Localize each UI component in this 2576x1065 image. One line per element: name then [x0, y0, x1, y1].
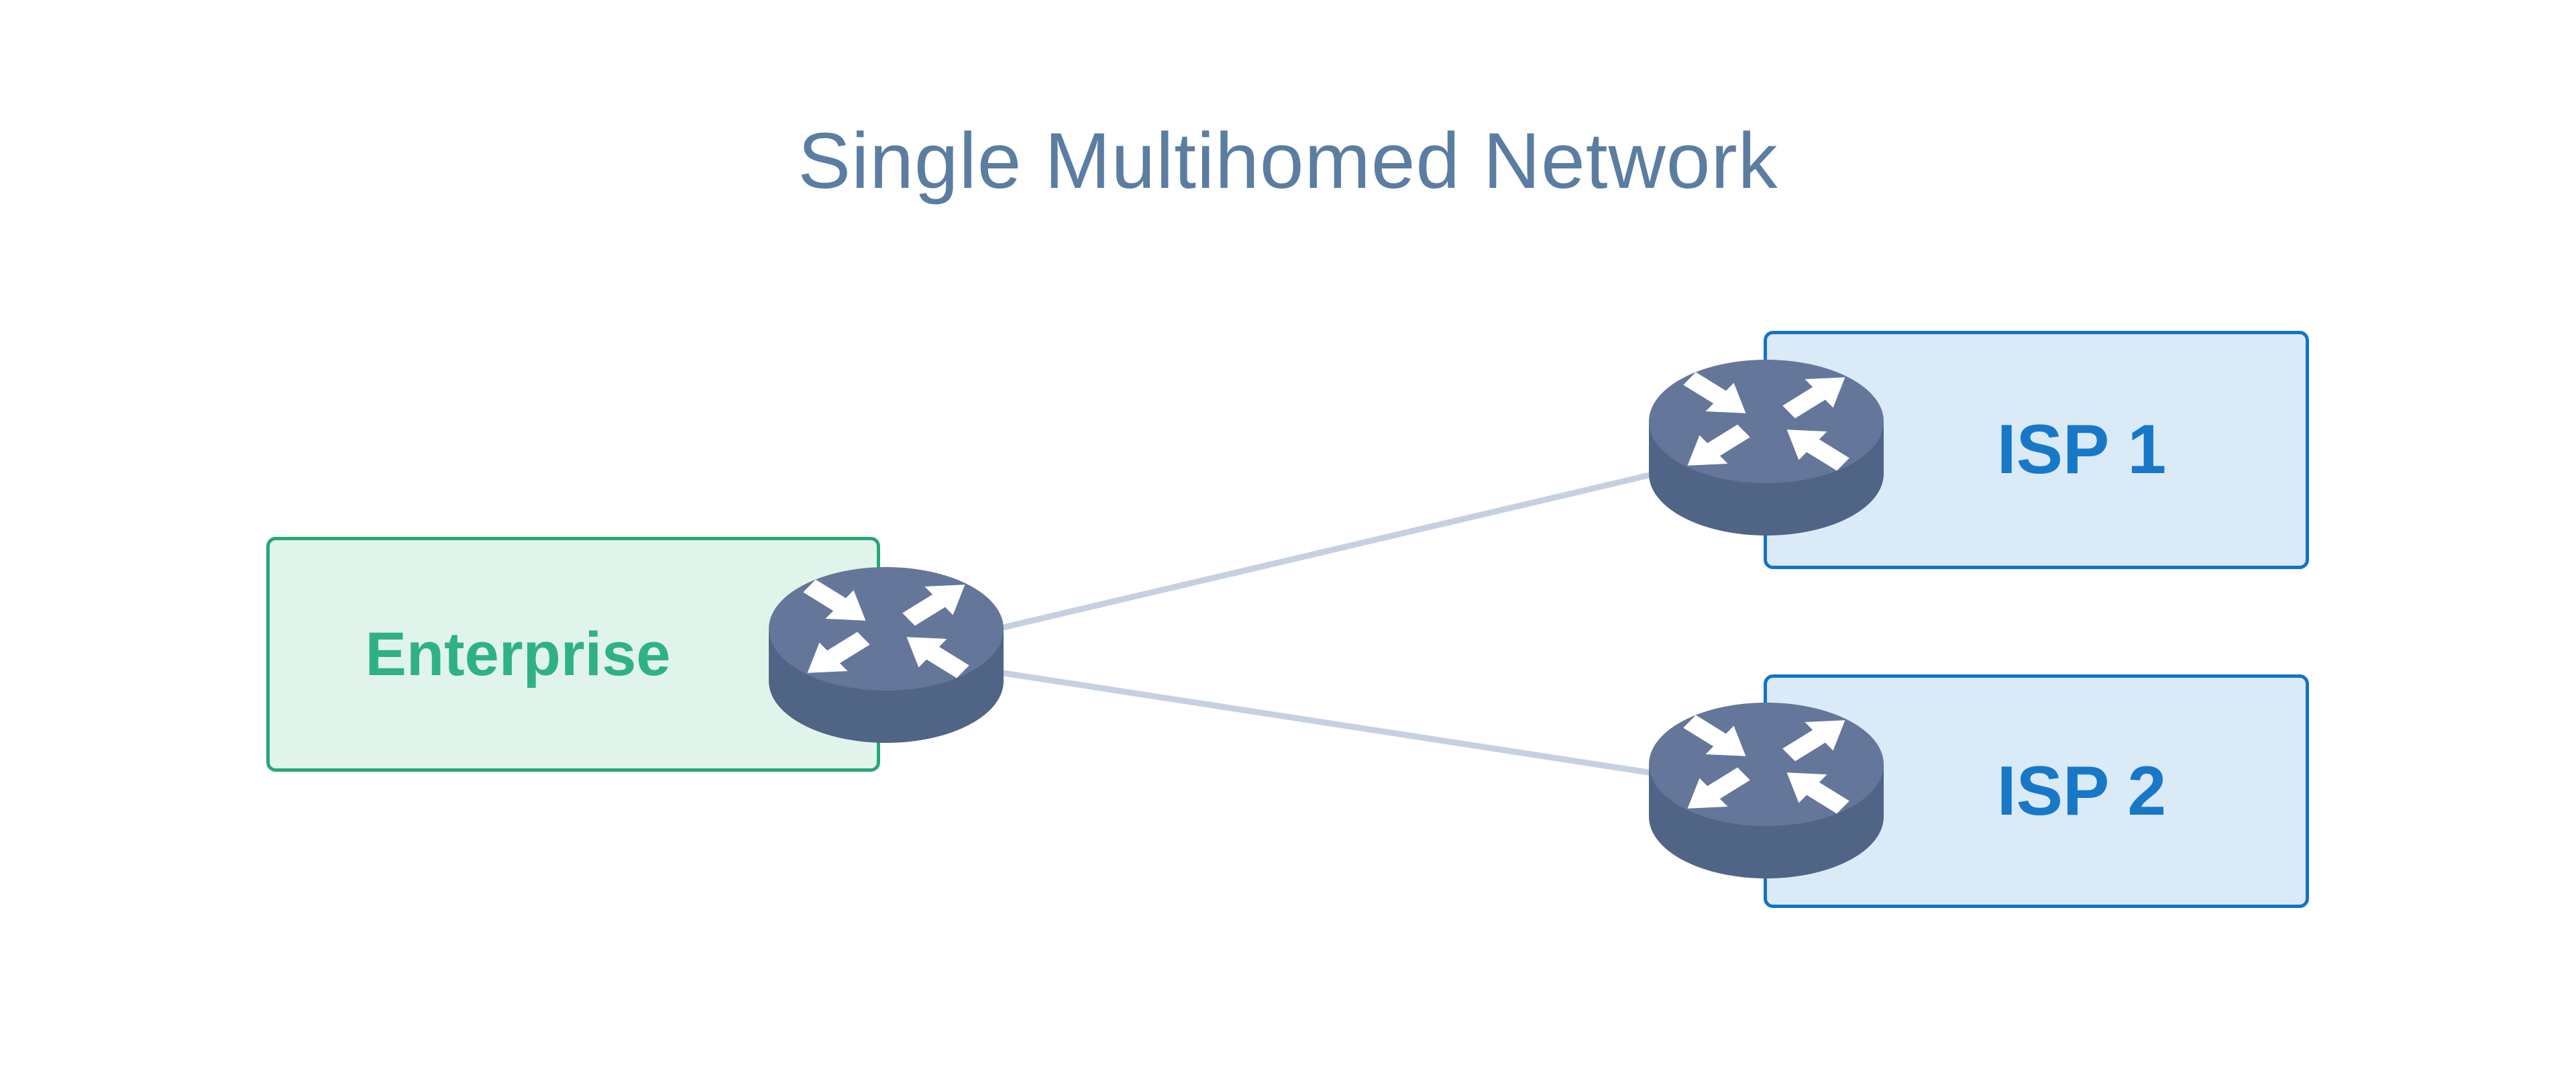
diagram-title: Single Multihomed Network: [798, 117, 1778, 205]
isp2-label: ISP 2: [1996, 752, 2167, 830]
isp1-router-icon: [1649, 360, 1884, 536]
enterprise-label: Enterprise: [365, 619, 671, 689]
isp2-router-icon: [1649, 703, 1884, 878]
enterprise-router-icon: [769, 567, 1004, 743]
link-enterprise-isp1: [885, 444, 1768, 658]
link-enterprise-isp2: [885, 652, 1767, 794]
isp1-label: ISP 1: [1996, 411, 2167, 489]
isp1-box: ISP 1: [1764, 331, 2309, 569]
